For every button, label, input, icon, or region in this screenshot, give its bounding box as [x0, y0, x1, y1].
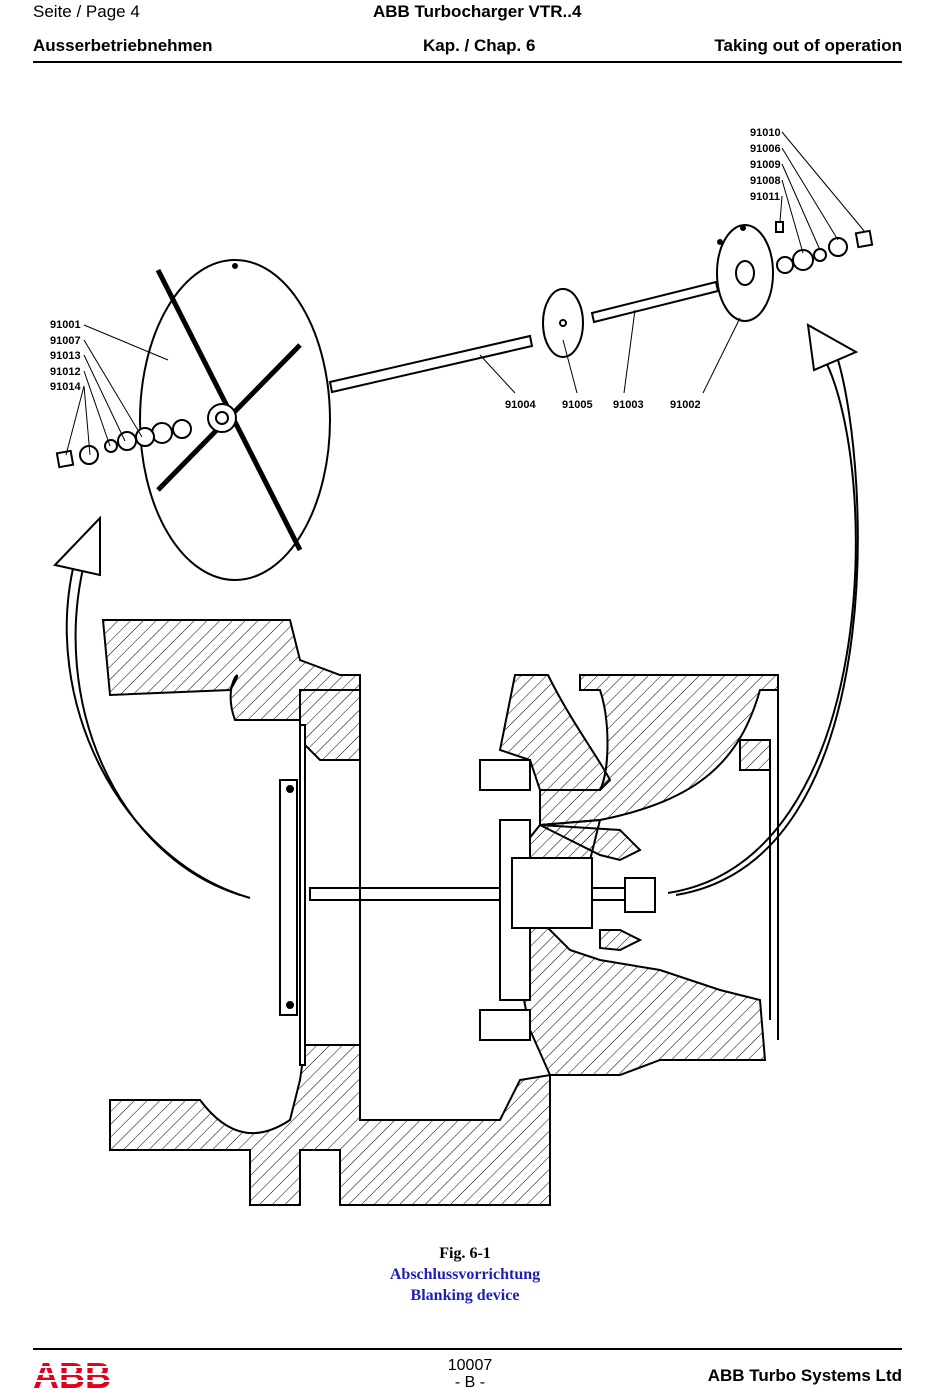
stud — [590, 280, 720, 324]
leader-lines — [65, 131, 866, 456]
abb-logo: ABB — [33, 1358, 113, 1392]
technical-drawing: 91001 91007 91013 91012 91014 91010 9100… — [50, 127, 874, 1206]
flange-plate — [716, 224, 774, 322]
part-label: 91010 — [750, 127, 781, 139]
chapter-label: Kap. / Chap. 6 — [423, 36, 536, 55]
figure-title-en: Blanking device — [410, 1287, 520, 1304]
footer-rule — [33, 1348, 902, 1350]
part-label: 91002 — [670, 399, 701, 411]
part-label: 91013 — [50, 350, 81, 362]
part-label: 91009 — [750, 159, 781, 171]
header-rule — [33, 61, 902, 63]
document-number-block: 10007 - B - — [440, 1357, 500, 1391]
right-fasteners — [775, 221, 874, 274]
part-labels-left: 91001 91007 91013 91012 91014 — [50, 319, 81, 393]
part-label: 91003 — [613, 399, 644, 411]
revision: - B - — [454, 1374, 486, 1391]
part-label: 91005 — [562, 399, 593, 411]
threaded-rod — [328, 334, 534, 394]
part-label: 91007 — [50, 335, 81, 347]
part-label: 91012 — [50, 366, 81, 378]
page-number: Seite / Page 4 — [33, 2, 140, 21]
document-title: ABB Turbocharger VTR..4 — [373, 2, 582, 21]
assembly-arrow-right — [667, 323, 859, 896]
section-title-de: Ausserbetriebnehmen — [33, 36, 213, 55]
figure-number: Fig. 6-1 — [439, 1245, 491, 1262]
small-disc — [542, 288, 584, 358]
part-label: 91008 — [750, 175, 781, 187]
part-label: 91001 — [50, 319, 81, 331]
part-labels-bottom: 91004 91005 91003 91002 — [505, 399, 701, 411]
part-label: 91011 — [750, 191, 780, 203]
part-labels-right: 91010 91006 91009 91008 91011 — [750, 127, 781, 203]
part-label: 91006 — [750, 143, 781, 155]
document-number: 10007 — [447, 1357, 493, 1374]
company-name: ABB Turbo Systems Ltd — [707, 1366, 902, 1385]
part-label: 91004 — [505, 399, 536, 411]
part-label: 91014 — [50, 381, 81, 393]
blanking-disc — [139, 259, 331, 581]
turbocharger-section — [101, 619, 779, 1206]
assembly-arrow-left — [53, 515, 251, 899]
section-title-en: Taking out of operation — [714, 36, 902, 55]
figure-title-de: Abschlussvorrichtung — [389, 1266, 541, 1283]
